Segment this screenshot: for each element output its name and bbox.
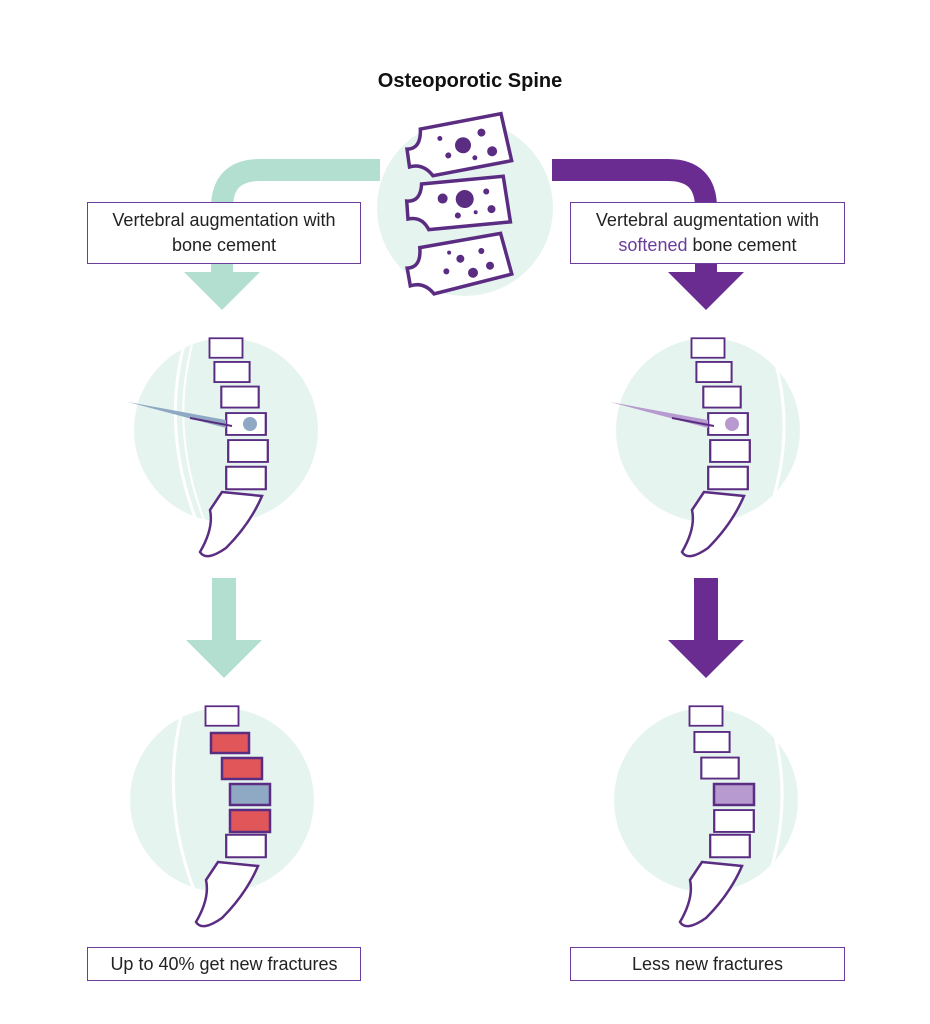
right-arrowhead-2	[668, 640, 744, 678]
left-arrowhead-2	[186, 640, 262, 678]
left-treatment-label: Vertebral augmentation with bone cement	[87, 202, 361, 264]
left-arrowhead-1	[184, 272, 260, 310]
right-outcome-spine-illustration	[614, 705, 798, 928]
diagram-title: Osteoporotic Spine	[377, 70, 563, 92]
right-treatment-label: Vertebral augmentation with softened bon…	[570, 202, 845, 264]
right-outcome-label: Less new fractures	[570, 947, 845, 981]
right-treatment-spine-illustration	[610, 337, 800, 558]
left-outcome-spine-illustration	[130, 705, 314, 928]
right-treatment-line2: softened bone cement	[571, 233, 844, 258]
left-treatment-line2: bone cement	[171, 235, 277, 255]
left-treatment-line1: Vertebral augmentation with	[112, 210, 336, 230]
left-treatment-spine-illustration	[128, 337, 318, 558]
right-treatment-line1: Vertebral augmentation with	[595, 210, 820, 230]
softened-highlight: softened	[618, 235, 688, 255]
left-outcome-label: Up to 40% get new fractures	[87, 947, 361, 981]
right-treatment-line2-rest: bone cement	[687, 235, 797, 255]
osteoporotic-spine-illustration	[377, 111, 553, 296]
right-arrow-shaft-2	[694, 578, 718, 642]
left-arrow-shaft-2	[212, 578, 236, 642]
right-arrowhead-1	[668, 272, 744, 310]
